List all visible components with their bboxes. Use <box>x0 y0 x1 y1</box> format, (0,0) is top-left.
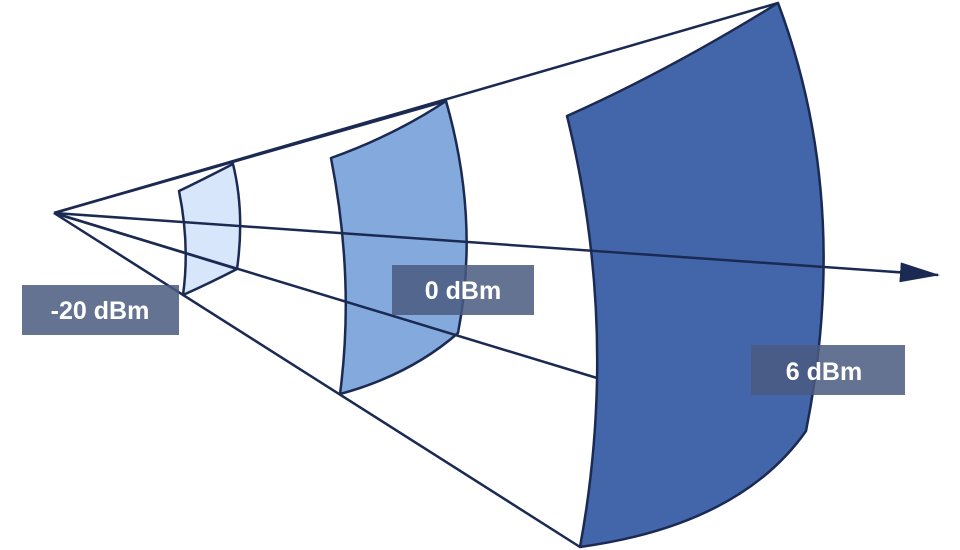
zone-label-low: -20 dBm <box>22 285 179 335</box>
cone-lower-edge <box>53 211 581 549</box>
zone-label-mid: 0 dBm <box>392 265 534 315</box>
zone-band-mid <box>329 99 468 396</box>
axis-arrow <box>53 211 940 283</box>
label-text-low: -20 dBm <box>51 297 150 325</box>
radial-line-2 <box>53 99 447 215</box>
label-text-high: 6 dBm <box>786 358 862 386</box>
zone-band-high <box>565 1 825 549</box>
radial-line-4 <box>53 211 598 380</box>
label-box-high <box>751 345 905 395</box>
label-text-mid: 0 dBm <box>425 277 501 305</box>
label-box-mid <box>392 265 534 315</box>
zone-label-high: 6 dBm <box>751 345 905 395</box>
radial-lines <box>53 1 779 549</box>
zone-band-low <box>177 162 242 297</box>
label-box-low <box>22 285 179 335</box>
